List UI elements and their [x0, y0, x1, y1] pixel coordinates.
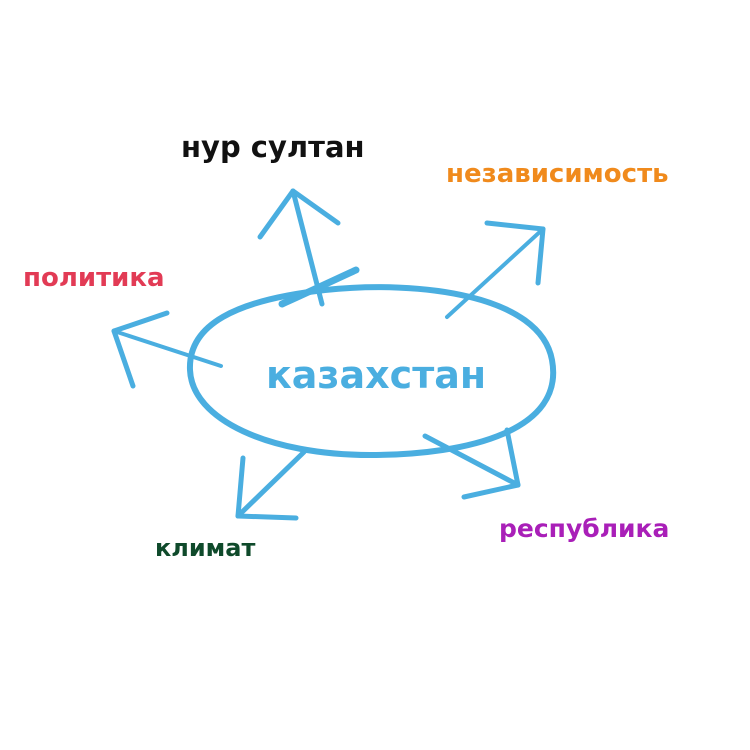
arrow-respublika [422, 427, 521, 500]
center-oval [186, 284, 557, 458]
arrow-nezavisimost [445, 220, 546, 319]
arrow-klimat [235, 449, 307, 521]
branch-label-nezavisimost: независимость [446, 159, 669, 189]
arrow-politika [111, 310, 223, 389]
center-topic-label: казахстан [266, 353, 487, 397]
branch-label-nur-sultan: нур султан [181, 130, 365, 164]
branch-label-klimat: климат [155, 534, 256, 562]
branch-label-respublika: республика [499, 514, 670, 543]
arrow-nur-sultan [257, 188, 341, 307]
branch-label-politika: политика [23, 263, 165, 293]
